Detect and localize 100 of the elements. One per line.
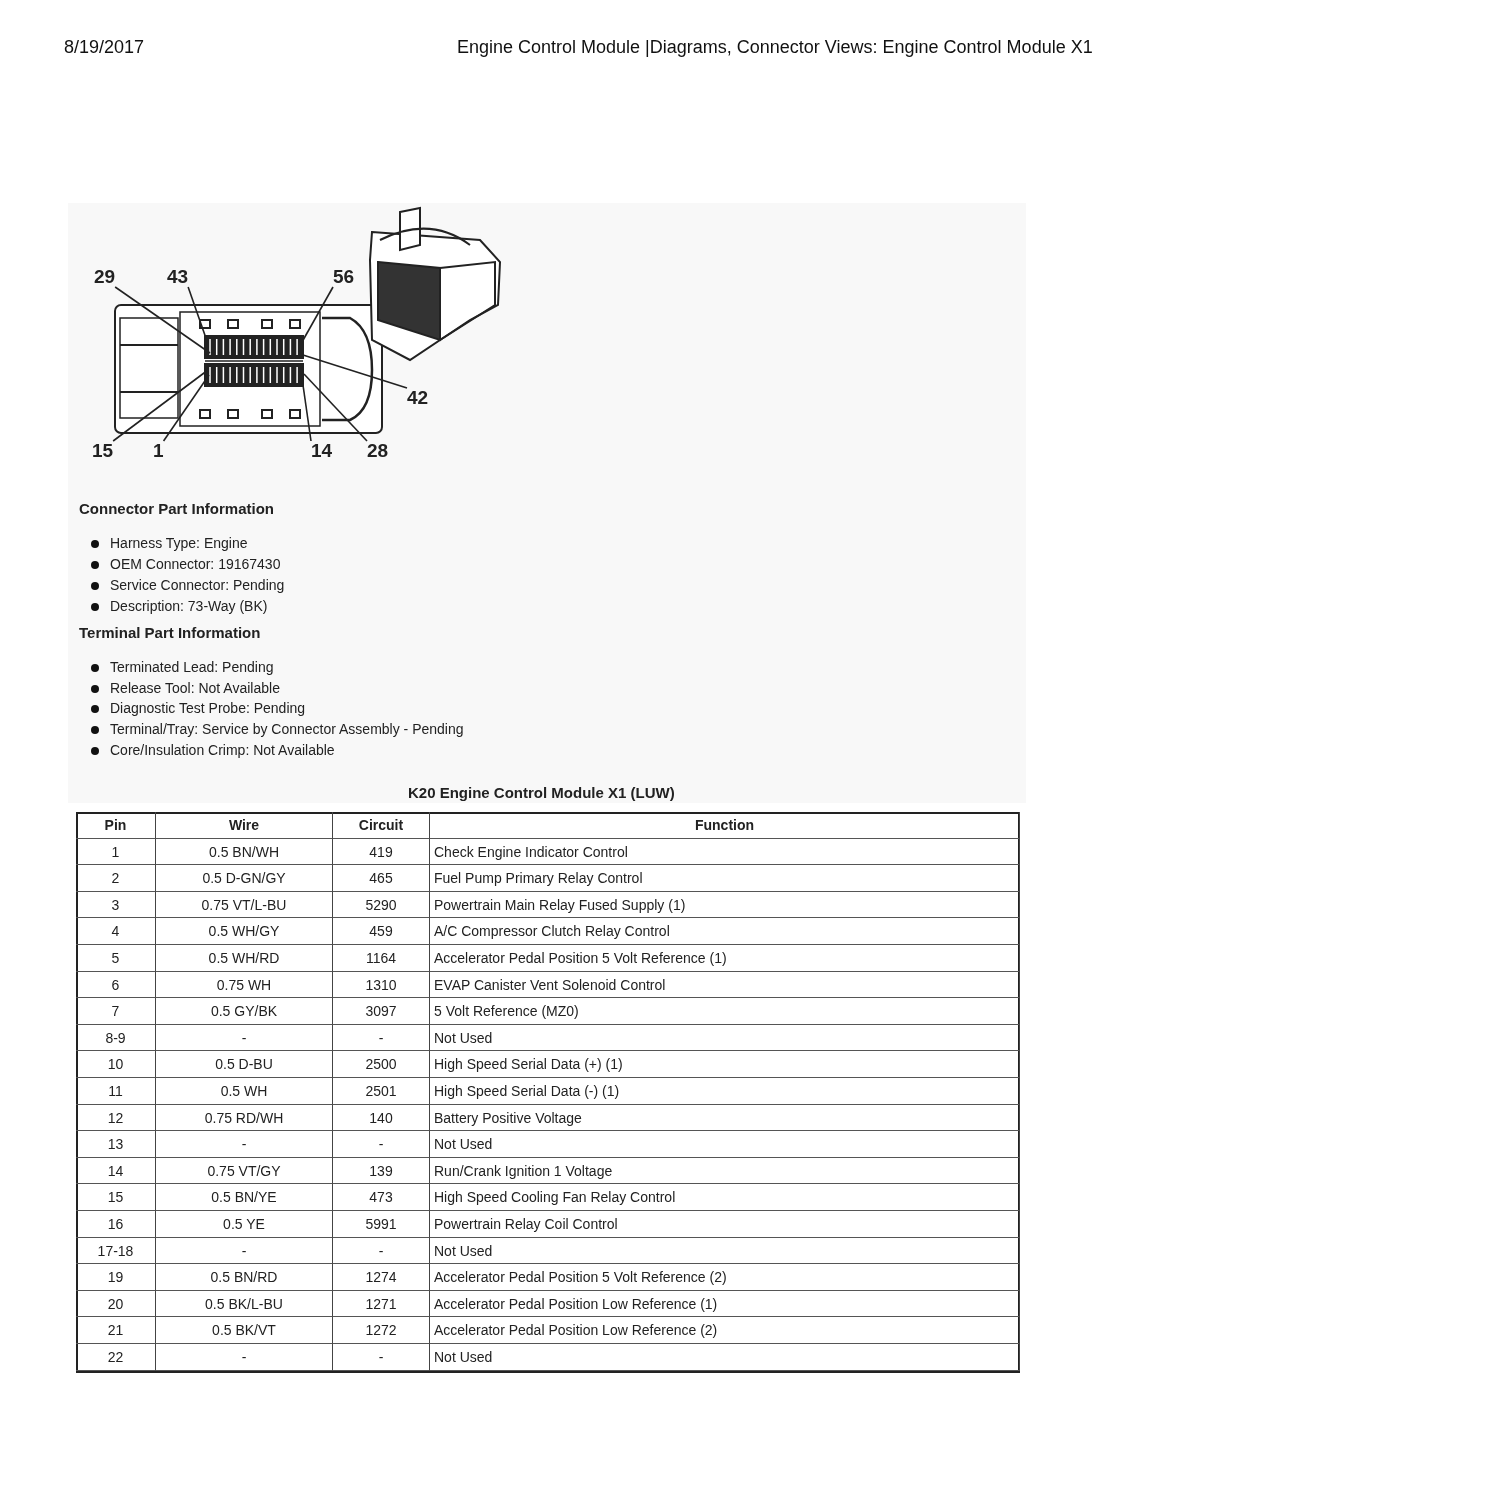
table-cell: High Speed Cooling Fan Relay Control	[430, 1184, 1020, 1211]
table-cell: A/C Compressor Clutch Relay Control	[430, 918, 1020, 945]
table-cell: 459	[333, 918, 430, 945]
column-header: Circuit	[333, 812, 430, 839]
list-item: Diagnostic Test Probe: Pending	[110, 700, 306, 716]
table-cell: 4	[76, 918, 156, 945]
column-header: Pin	[76, 812, 156, 839]
page-header-title: Engine Control Module |Diagrams, Connector Views: Engine Control Module X1	[457, 37, 1093, 58]
column-header: Wire	[156, 812, 333, 839]
table-cell: -	[156, 1131, 333, 1158]
callout-number: 29	[94, 267, 116, 287]
table-cell: Not Used	[430, 1237, 1020, 1265]
table-cell: 0.5 BN/YE	[156, 1184, 333, 1211]
table-cell: -	[156, 1024, 333, 1052]
table-cell: Check Engine Indicator Control	[430, 838, 1020, 866]
table-cell: 21	[76, 1317, 156, 1344]
table-cell: 5	[76, 945, 156, 972]
list-item: Harness Type: Engine	[110, 535, 248, 551]
list-item: Terminal/Tray: Service by Connector Assembly - Pending	[110, 721, 464, 737]
table-cell: Not Used	[430, 1344, 1020, 1371]
table-cell: 0.5 WH	[156, 1078, 333, 1105]
table-cell: Powertrain Relay Coil Control	[430, 1211, 1020, 1238]
table-cell: 15	[76, 1184, 156, 1211]
table-cell: 1164	[333, 945, 430, 972]
table-cell: 10	[76, 1051, 156, 1078]
table-cell: 3097	[333, 998, 430, 1025]
table-cell: EVAP Canister Vent Solenoid Control	[430, 971, 1020, 999]
table-cell: -	[333, 1237, 430, 1265]
table-cell: Run/Crank Ignition 1 Voltage	[430, 1157, 1020, 1185]
table-cell: 1	[76, 838, 156, 866]
callout-number: 28	[367, 441, 389, 461]
table-cell: Battery Positive Voltage	[430, 1104, 1020, 1132]
section-heading: Connector Part Information	[79, 500, 274, 517]
table-cell: 16	[76, 1211, 156, 1238]
table-cell: Not Used	[430, 1024, 1020, 1052]
leader-line	[301, 286, 334, 343]
section-heading: Terminal Part Information	[79, 624, 261, 641]
table-cell: 473	[333, 1184, 430, 1211]
table-cell: 2500	[333, 1051, 430, 1078]
table-cell: 1272	[333, 1317, 430, 1344]
callout-number: 56	[333, 267, 355, 287]
table-cell: Not Used	[430, 1131, 1020, 1158]
table-cell: Accelerator Pedal Position 5 Volt Reference (1)	[430, 945, 1020, 972]
table-cell: 19	[76, 1264, 156, 1291]
table-cell: Accelerator Pedal Position 5 Volt Reference (2)	[430, 1264, 1020, 1291]
callout-number: 42	[407, 388, 429, 408]
table-cell: 0.5 YE	[156, 1211, 333, 1238]
leader-line	[302, 354, 408, 389]
table-cell: 2	[76, 865, 156, 892]
table-cell: 0.5 WH/RD	[156, 945, 333, 972]
list-item: Core/Insulation Crimp: Not Available	[110, 742, 335, 758]
table-cell: 0.5 WH/GY	[156, 918, 333, 945]
callout-number: 14	[311, 441, 333, 461]
table-cell: 0.5 BN/RD	[156, 1264, 333, 1291]
table-cell: 14	[76, 1157, 156, 1185]
table-cell: High Speed Serial Data (-) (1)	[430, 1078, 1020, 1105]
table-cell: 0.75 VT/L-BU	[156, 891, 333, 919]
table-cell: 2501	[333, 1078, 430, 1105]
table-cell: 5 Volt Reference (MZ0)	[430, 998, 1020, 1025]
table-cell: -	[156, 1344, 333, 1371]
list-item: Release Tool: Not Available	[110, 680, 280, 696]
table-cell: 0.75 VT/GY	[156, 1157, 333, 1185]
column-header: Function	[430, 812, 1020, 839]
table-cell: 12	[76, 1104, 156, 1132]
table-cell: 0.75 RD/WH	[156, 1104, 333, 1132]
list-item: Service Connector: Pending	[110, 577, 285, 593]
list-item: OEM Connector: 19167430	[110, 556, 281, 572]
callout-number: 15	[92, 441, 114, 461]
table-cell: 7	[76, 998, 156, 1025]
table-cell: 465	[333, 865, 430, 892]
table-cell: 0.5 GY/BK	[156, 998, 333, 1025]
table-cell: Accelerator Pedal Position Low Reference (2)	[430, 1317, 1020, 1344]
table-cell: 13	[76, 1131, 156, 1158]
table-cell: 6	[76, 971, 156, 999]
table-cell: -	[333, 1024, 430, 1052]
leader-line	[303, 373, 368, 442]
table-cell: Fuel Pump Primary Relay Control	[430, 865, 1020, 892]
table-cell: 22	[76, 1344, 156, 1371]
table-cell: 419	[333, 838, 430, 866]
table-cell: 0.5 BN/WH	[156, 838, 333, 866]
table-cell: 20	[76, 1290, 156, 1318]
list-item: Description: 73-Way (BK)	[110, 598, 268, 614]
table-cell: 0.75 WH	[156, 971, 333, 999]
table-cell: 0.5 D-GN/GY	[156, 865, 333, 892]
callout-number: 1	[153, 441, 164, 461]
table-cell: 0.5 BK/VT	[156, 1317, 333, 1344]
table-cell: 1274	[333, 1264, 430, 1291]
leader-line	[114, 286, 211, 354]
table-cell: 8-9	[76, 1024, 156, 1052]
table-cell: 11	[76, 1078, 156, 1105]
leader-line	[162, 374, 210, 442]
table-cell: 5991	[333, 1211, 430, 1238]
callout-number: 43	[167, 267, 189, 287]
table-cell: -	[333, 1344, 430, 1371]
table-cell: 1271	[333, 1290, 430, 1318]
table-cell: Powertrain Main Relay Fused Supply (1)	[430, 891, 1020, 919]
table-cell: 17-18	[76, 1237, 156, 1265]
table-cell: 139	[333, 1157, 430, 1185]
table-cell: 0.5 BK/L-BU	[156, 1290, 333, 1318]
table-cell: 140	[333, 1104, 430, 1132]
